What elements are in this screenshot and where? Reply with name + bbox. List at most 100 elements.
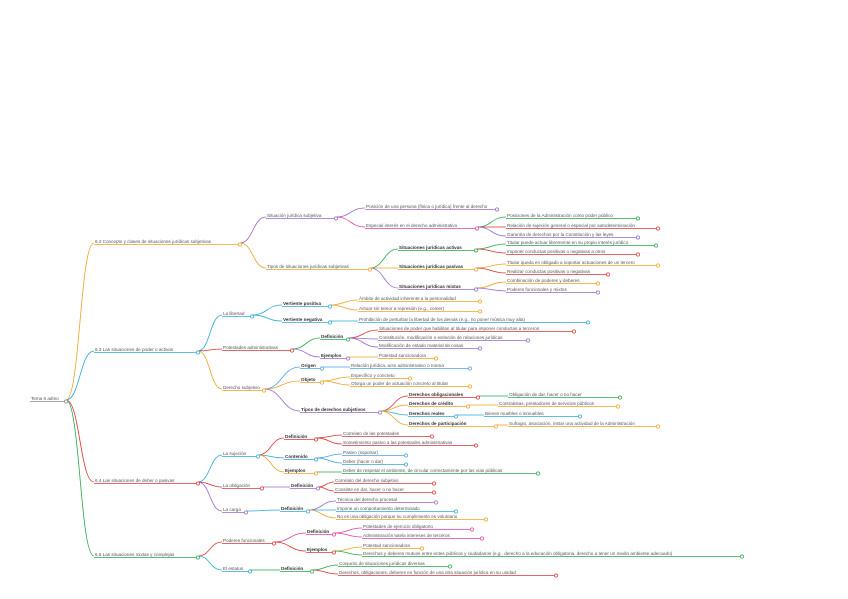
collapse-toggle-icon[interactable]	[334, 216, 338, 221]
collapse-toggle-icon[interactable]	[454, 509, 458, 514]
collapse-toggle-icon[interactable]	[434, 356, 438, 361]
node-situaciones-juridicas-pasivas[interactable]: Situaciones jurídicas pasivas	[398, 264, 478, 272]
node-especial-interes-en-el-derecho-administr[interactable]: Especial interés en el derecho administr…	[365, 223, 479, 231]
collapse-toggle-icon[interactable]	[430, 434, 434, 439]
collapse-toggle-icon[interactable]	[586, 320, 590, 325]
node-realizar-conductas-positivas-o-negativas[interactable]: Realizar conductas positivas o negativas	[506, 269, 610, 277]
collapse-toggle-icon[interactable]	[314, 457, 318, 462]
collapse-toggle-icon[interactable]	[432, 490, 436, 495]
collapse-toggle-icon[interactable]	[478, 346, 482, 351]
collapse-toggle-icon[interactable]	[474, 443, 478, 448]
node-ambito-de-actividad-inherente-a-la-perso[interactable]: Ámbito de actividad inherente a la perso…	[358, 295, 482, 304]
collapse-toggle-icon[interactable]	[536, 471, 540, 476]
node-6-3-las-situaciones-de-poder-o-activas[interactable]: 6.3 Las situaciones de poder o activas	[94, 347, 200, 355]
node-tecnica-del-derecho-procesal[interactable]: Técnica del derecho procesal	[336, 497, 438, 505]
collapse-toggle-icon[interactable]	[196, 481, 200, 486]
collapse-toggle-icon[interactable]	[368, 267, 372, 272]
collapse-toggle-icon[interactable]	[656, 424, 660, 429]
collapse-toggle-icon[interactable]	[256, 454, 260, 459]
node-modificacion-de-estado-material-de-cosas[interactable]: Modificación de estado material de cosas	[378, 343, 482, 351]
node-titular-queda-en-obligado-a-soportar-act[interactable]: Titular queda en obligado a soportar act…	[506, 260, 660, 268]
collapse-toggle-icon[interactable]	[494, 424, 498, 429]
node-impone-un-comportamiento-determinado[interactable]: Impone un comportamiento determinado	[336, 506, 458, 514]
collapse-toggle-icon[interactable]	[636, 252, 640, 257]
collapse-toggle-icon[interactable]	[495, 207, 499, 212]
collapse-toggle-icon[interactable]	[596, 290, 600, 295]
node-correlato-del-derecho-subjetivo[interactable]: Correlato del derecho subjetivo	[334, 478, 436, 486]
collapse-toggle-icon[interactable]	[454, 414, 458, 419]
collapse-toggle-icon[interactable]	[320, 366, 324, 371]
collapse-toggle-icon[interactable]	[244, 510, 248, 515]
collapse-toggle-icon[interactable]	[468, 384, 472, 389]
node-imponer-conductas-positivas-o-negativas-[interactable]: Imponer conductas positivas o negativas …	[506, 249, 640, 257]
collapse-toggle-icon[interactable]	[554, 573, 558, 578]
node-derechos-obligacionales[interactable]: Derechos obligacionales	[408, 392, 480, 400]
node-combinacion-de-poderes-y-deberes[interactable]: Combinación de poderes y deberes	[506, 278, 600, 286]
node-definicion[interactable]: Definición	[280, 566, 314, 574]
node-pasivo-soportar[interactable]: Pasivo (soportar)	[342, 450, 408, 458]
collapse-toggle-icon[interactable]	[656, 226, 660, 231]
node-potestad-sancionadora[interactable]: Potestad sancionadora	[378, 353, 438, 361]
collapse-toggle-icon[interactable]	[448, 564, 452, 569]
collapse-toggle-icon[interactable]	[468, 366, 472, 371]
node-prohibicion-de-perturbar-la-libertad-de-[interactable]: Prohibición de perturbar la libertad de …	[358, 317, 590, 325]
collapse-toggle-icon[interactable]	[272, 541, 276, 546]
node-vertiente-positiva[interactable]: Vertiente positiva	[282, 301, 332, 309]
node-derechos-de-credito[interactable]: Derechos de crédito	[408, 401, 470, 409]
node-potestades-administrativas[interactable]: Potestades administrativas	[222, 345, 294, 353]
node-sometimiento-pasivo-a-las-potestades-adm[interactable]: Sometimiento pasivo a las potestades adm…	[342, 440, 478, 448]
collapse-toggle-icon[interactable]	[572, 329, 576, 334]
node-deber-de-respetar-el-ambiente-de-circula[interactable]: Deber de respetar el ambiente, de circul…	[342, 468, 540, 476]
node-titular-puede-actuar-libremente-en-su-pr[interactable]: Titular puede actuar libremente en su pr…	[506, 240, 658, 248]
node-ejemplos[interactable]: Ejemplos	[320, 353, 350, 361]
collapse-toggle-icon[interactable]	[306, 509, 310, 514]
collapse-toggle-icon[interactable]	[466, 404, 470, 409]
node-posicion-de-una-persona-fisica-o-juridic[interactable]: Posición de una persona (física o jurídi…	[365, 204, 499, 212]
collapse-toggle-icon[interactable]	[596, 281, 600, 286]
node-situacion-juridica-subjetiva[interactable]: Situación jurídica subjetiva	[266, 213, 338, 221]
collapse-toggle-icon[interactable]	[378, 410, 382, 415]
collapse-toggle-icon[interactable]	[636, 235, 640, 240]
node-tipos-de-derechos-subjetivos[interactable]: Tipos de derechos subjetivos	[300, 407, 382, 415]
node-derecho-subjetivo[interactable]: Derecho subjetivo	[222, 385, 266, 393]
collapse-toggle-icon[interactable]	[196, 350, 200, 355]
node-el-estatus[interactable]: El estatus	[222, 566, 252, 574]
node-contratistas-prestadores-de-servicios-pu[interactable]: Contratistas, prestadores de servicios p…	[498, 401, 620, 409]
collapse-toggle-icon[interactable]	[470, 527, 474, 532]
node-correlato-de-las-potestades[interactable]: Correlato de las potestades	[342, 431, 434, 439]
collapse-toggle-icon[interactable]	[654, 243, 658, 248]
collapse-toggle-icon[interactable]	[740, 554, 744, 559]
node-actuar-sin-temor-a-represion-e-g-comer[interactable]: Actuar sin temor a represión (e.g., come…	[358, 306, 482, 314]
node-sufragio-asociacion-instar-una-actividad[interactable]: Sufragio, asociación, instar una activid…	[508, 421, 660, 429]
node-vertiente-negativa[interactable]: Vertiente negativa	[282, 317, 332, 325]
collapse-toggle-icon[interactable]	[320, 380, 324, 385]
node-posiciones-de-la-administracion-como-pod[interactable]: Posiciones de la Administración como pod…	[506, 213, 640, 221]
collapse-toggle-icon[interactable]	[474, 267, 478, 272]
node-la-obligacion[interactable]: La obligación	[222, 483, 264, 491]
collapse-toggle-icon[interactable]	[346, 356, 350, 361]
node-administracion-tutela-intereses-de-terce[interactable]: Administración tutela intereses de terce…	[362, 533, 484, 541]
node-la-sujecion[interactable]: La sujeción	[222, 451, 260, 459]
collapse-toggle-icon[interactable]	[434, 500, 438, 505]
node-no-es-una-obligacion-porque-su-cumplimie[interactable]: No es una obligación porque su cumplimie…	[336, 514, 488, 522]
node-otorga-un-poder-de-actuacion-concreto-al[interactable]: Otorga un poder de actuación concreto al…	[350, 381, 472, 389]
collapse-toggle-icon[interactable]	[480, 536, 484, 541]
collapse-toggle-icon[interactable]	[314, 471, 318, 476]
collapse-toggle-icon[interactable]	[404, 462, 408, 467]
collapse-toggle-icon[interactable]	[238, 242, 242, 247]
node-situaciones-juridicas-mixtas[interactable]: Situaciones jurídicas mixtas	[398, 284, 478, 292]
collapse-toggle-icon[interactable]	[420, 546, 424, 551]
collapse-toggle-icon[interactable]	[606, 272, 610, 277]
node-ejemplos[interactable]: Ejemplos	[284, 468, 318, 476]
collapse-toggle-icon[interactable]	[526, 338, 530, 343]
collapse-toggle-icon[interactable]	[310, 569, 314, 574]
node-derechos-obligaciones-deberes-en-funcion[interactable]: Derechos, obligaciones, deberes en funci…	[338, 570, 558, 578]
collapse-toggle-icon[interactable]	[578, 414, 582, 419]
node-origen[interactable]: Origen	[300, 363, 324, 371]
node-consiste-en-dar-hacer-o-no-hacer[interactable]: Consiste en dar, hacer o no hacer	[334, 487, 436, 495]
node-tipos-de-situaciones-juridicas-subjetiva[interactable]: Tipos de situaciones jurídicas subjetiva…	[266, 264, 372, 272]
collapse-toggle-icon[interactable]	[408, 376, 412, 381]
collapse-toggle-icon[interactable]	[478, 299, 482, 304]
collapse-toggle-icon[interactable]	[316, 486, 320, 491]
node-constitucion-modificacion-o-extincion-de[interactable]: Constitución, modificación o extinción d…	[378, 335, 530, 343]
